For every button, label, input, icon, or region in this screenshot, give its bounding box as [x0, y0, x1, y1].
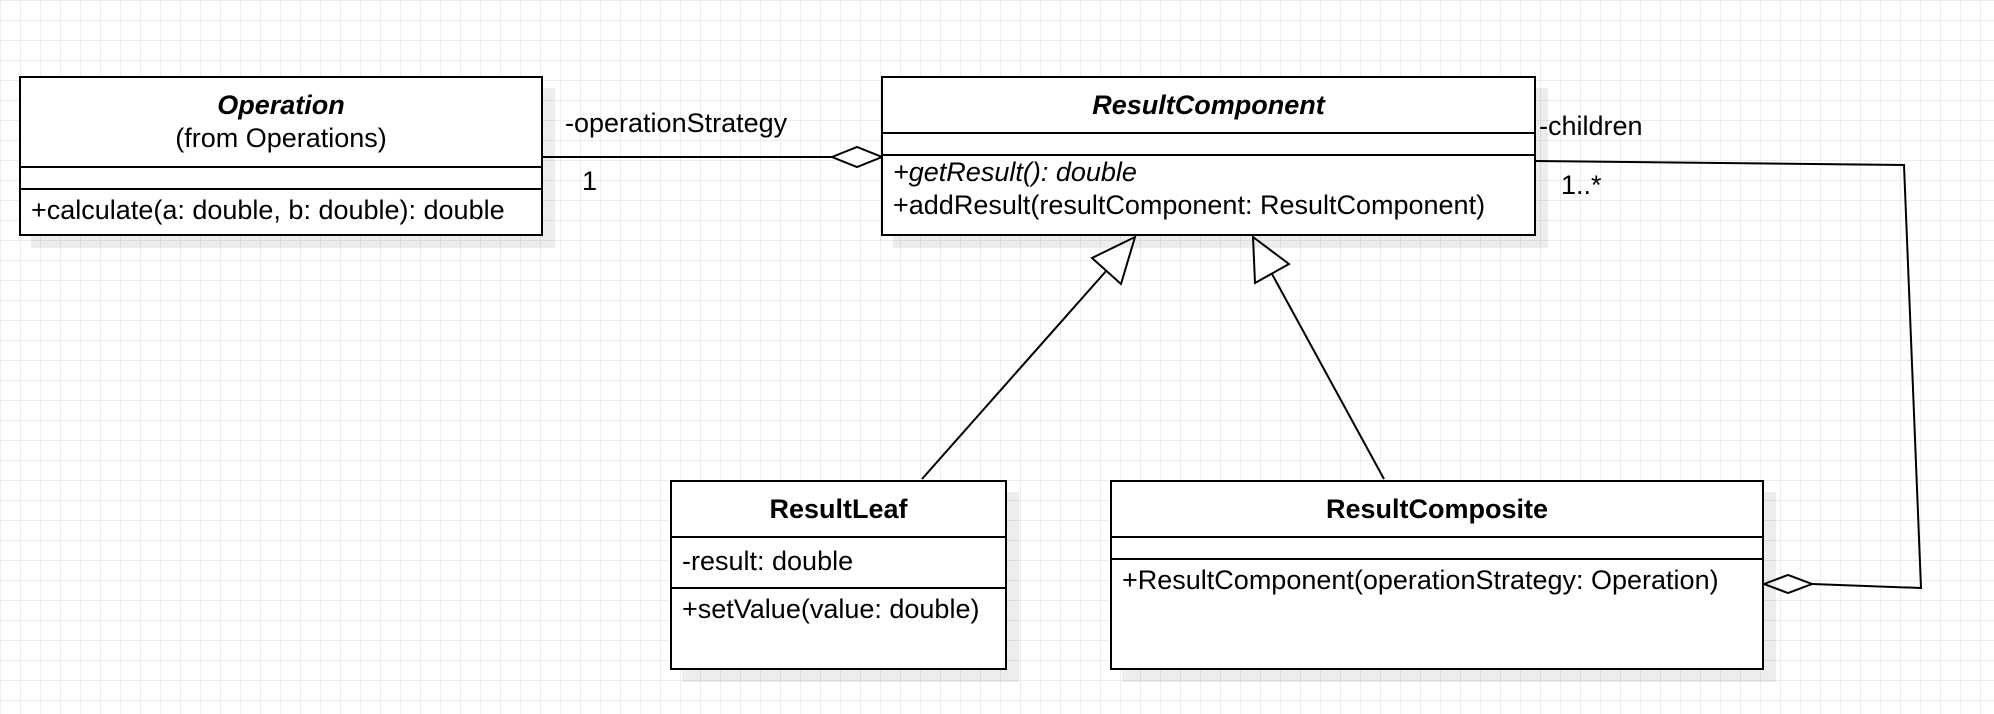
method-set-value: +setValue(value: double): [682, 594, 980, 624]
method-result-component-constructor: +ResultComponent(operationStrategy: Oper…: [1122, 565, 1719, 595]
leaf-generalization-edge: [921, 269, 1108, 480]
role-children: -children: [1539, 111, 1643, 141]
composite-generalization-edge: [1271, 273, 1385, 480]
class-result-component[interactable]: ResultComponent +getResult(): double +ad…: [881, 76, 1536, 236]
class-operation-name: Operation: [217, 90, 345, 120]
composite-generalization-arrowhead: [1251, 234, 1291, 285]
class-result-leaf[interactable]: ResultLeaf -result: double +setValue(val…: [670, 480, 1007, 670]
multiplicity-children: 1..*: [1561, 170, 1602, 200]
class-operation-header: Operation (from Operations): [21, 78, 541, 168]
class-result-component-methods: +getResult(): double +addResult(resultCo…: [883, 156, 1534, 222]
attribute-result: -result: double: [682, 546, 854, 576]
role-operation-strategy: -operationStrategy: [565, 108, 788, 138]
class-result-leaf-header: ResultLeaf: [672, 482, 1005, 538]
class-operation[interactable]: Operation (from Operations) +calculate(a…: [19, 76, 543, 236]
class-result-component-attributes: [883, 134, 1534, 156]
class-result-composite[interactable]: ResultComposite +ResultComponent(operati…: [1110, 480, 1764, 670]
class-result-composite-attributes: [1112, 538, 1762, 560]
class-result-composite-header: ResultComposite: [1112, 482, 1762, 538]
class-result-leaf-methods: +setValue(value: double): [672, 589, 1005, 626]
class-operation-attributes: [21, 168, 541, 190]
children-edge: [1534, 160, 1923, 590]
leaf-generalization-arrowhead: [1090, 235, 1137, 286]
operation-strategy-diamond: [829, 145, 885, 169]
method-calculate: +calculate(a: double, b: double): double: [31, 195, 505, 225]
class-result-composite-methods: +ResultComponent(operationStrategy: Oper…: [1112, 560, 1762, 597]
class-result-composite-name: ResultComposite: [1325, 493, 1549, 524]
children-diamond: [1761, 573, 1815, 595]
method-add-result: +addResult(resultComponent: ResultCompon…: [893, 190, 1486, 220]
class-result-leaf-name: ResultLeaf: [769, 493, 908, 524]
class-result-component-name: ResultComponent: [1092, 89, 1325, 120]
class-operation-stereotype: (from Operations): [175, 123, 387, 153]
class-operation-methods: +calculate(a: double, b: double): double: [21, 190, 541, 227]
method-get-result: +getResult(): double: [893, 157, 1137, 187]
class-result-component-header: ResultComponent: [883, 78, 1534, 134]
class-result-leaf-attributes: -result: double: [672, 538, 1005, 589]
multiplicity-operation-strategy: 1: [582, 166, 598, 196]
